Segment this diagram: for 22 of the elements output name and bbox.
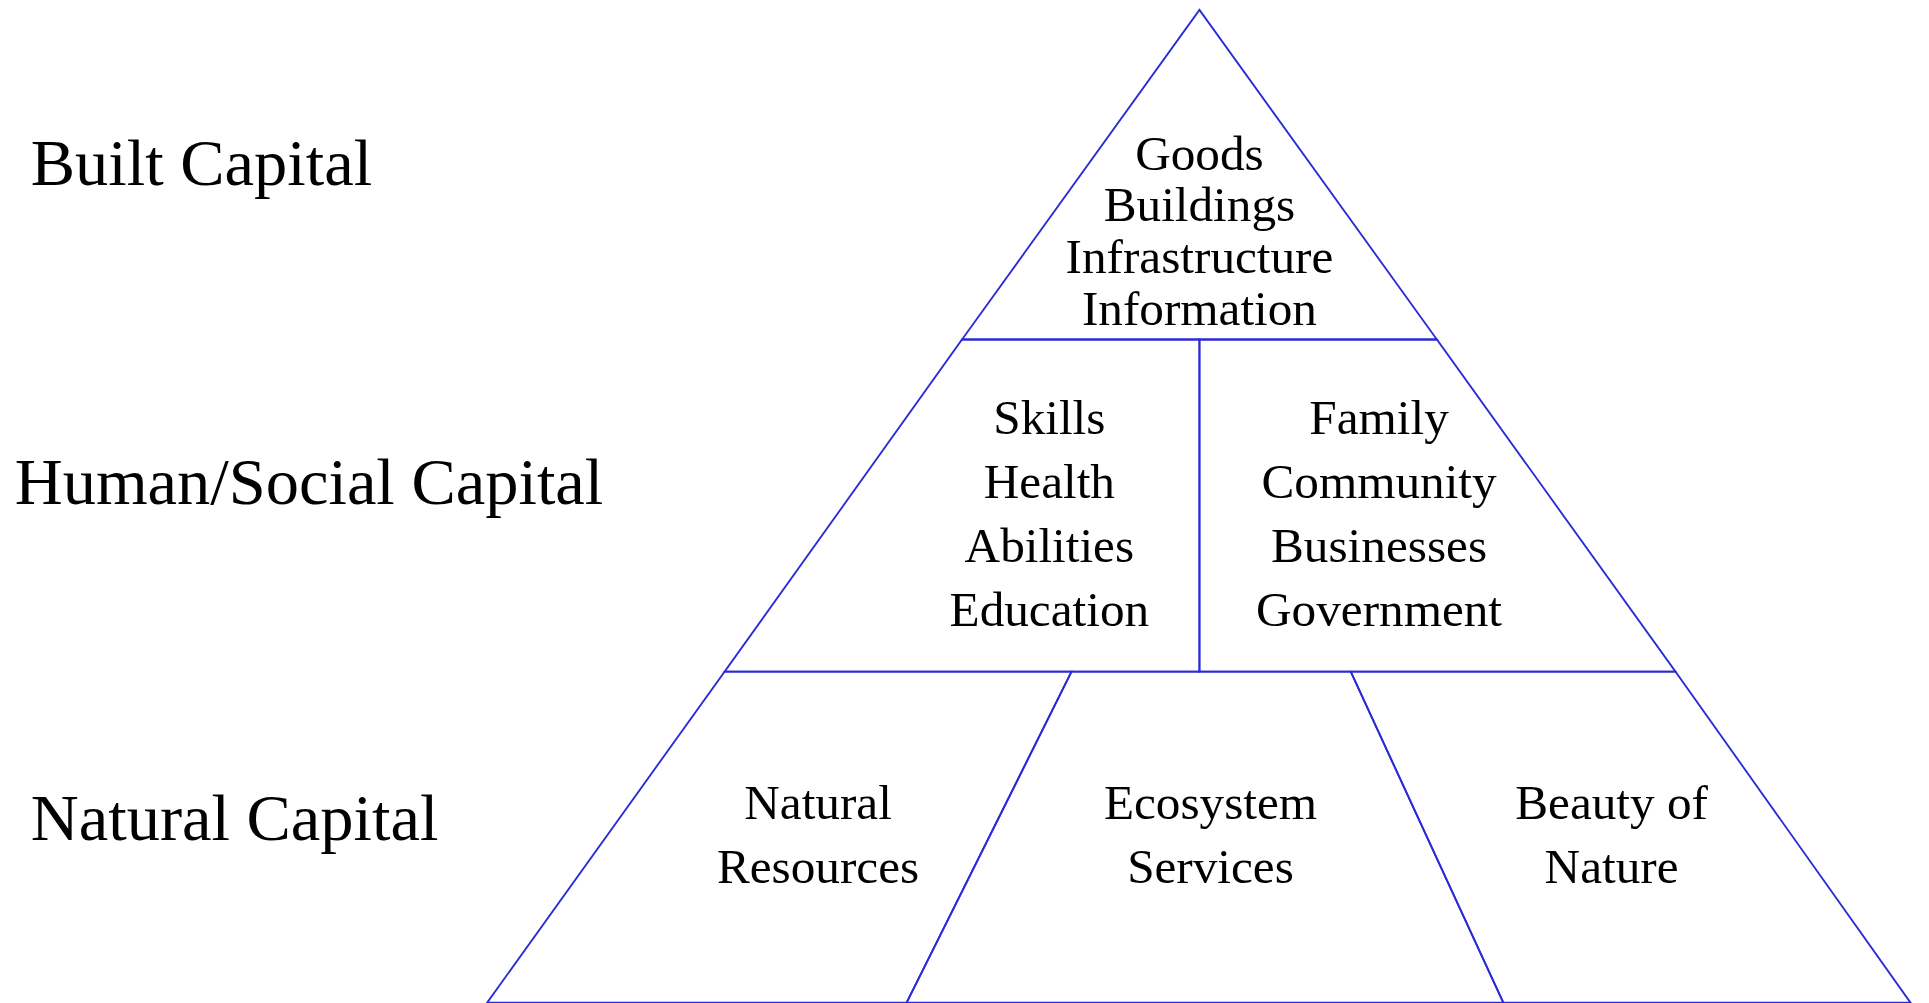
pyramid-segment xyxy=(487,671,1072,1003)
segment-text: Health xyxy=(982,452,1116,512)
segment-text: Ecosystem Services xyxy=(1102,774,1319,897)
tier-label: Natural Capital xyxy=(30,784,439,852)
segment-text: Education xyxy=(948,580,1151,640)
pyramid-segment xyxy=(962,9,1437,340)
segment-text: Information xyxy=(1080,282,1318,335)
segment-text: Community xyxy=(1260,452,1498,512)
segment-text: Abilities xyxy=(963,516,1136,576)
pyramid-segment xyxy=(1350,671,1911,1003)
segment-text: Natural Resources xyxy=(715,774,921,897)
segment-text: Beauty of Nature xyxy=(1514,774,1709,897)
segment-text: Businesses xyxy=(1270,516,1489,576)
segment-text: Family xyxy=(1308,388,1450,448)
pyramid-segment xyxy=(1199,339,1676,672)
tier-label: Human/Social Capital xyxy=(14,449,604,516)
segment-text: Goods xyxy=(1134,127,1265,180)
segment-text: Government xyxy=(1255,580,1504,640)
segment-text: Infrastructure xyxy=(1064,231,1335,283)
segment-text: Skills xyxy=(992,388,1107,448)
segment-text: Buildings xyxy=(1102,179,1297,232)
pyramid-segment xyxy=(724,339,1200,672)
